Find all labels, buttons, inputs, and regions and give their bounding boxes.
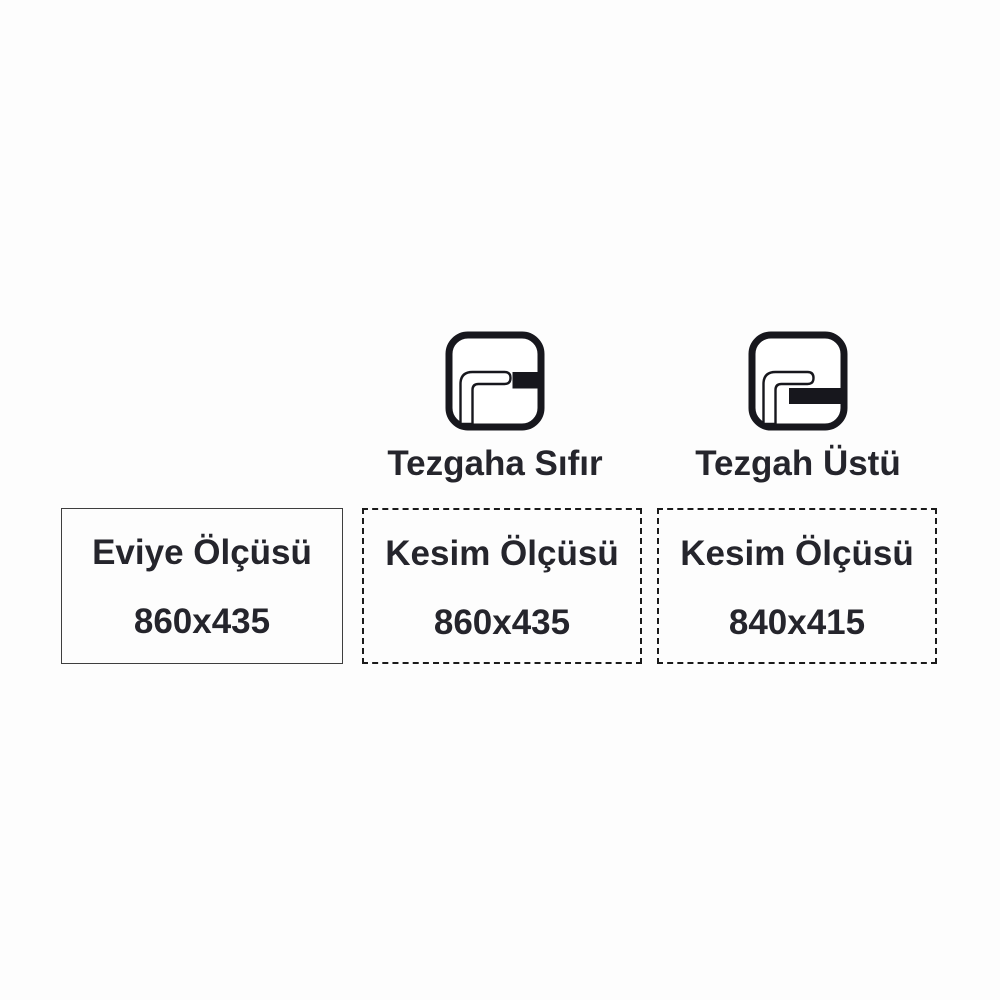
dimension-box-value: 860x435 [133, 602, 271, 641]
sink-top-mount-icon [748, 331, 848, 431]
dimension-box-value: 840x415 [728, 603, 866, 642]
dimension-box-value: 860x435 [433, 603, 571, 642]
mount-type-topmount-label: Tezgah Üstü [695, 444, 901, 483]
dimension-box-cut-size-topmount: Kesim Ölçüsü 840x415 [657, 508, 937, 664]
dimension-box-title: Eviye Ölçüsü [92, 533, 312, 572]
mount-type-topmount: Tezgah Üstü [648, 331, 948, 485]
sink-flush-mount-icon [445, 331, 545, 431]
mount-type-flush: Tezgaha Sıfır [345, 331, 645, 485]
mount-type-flush-label: Tezgaha Sıfır [387, 444, 603, 483]
dimension-box-cut-size-flush: Kesim Ölçüsü 860x435 [362, 508, 642, 664]
dimension-box-title: Kesim Ölçüsü [680, 534, 914, 573]
dimension-box-sink-size: Eviye Ölçüsü 860x435 [61, 508, 343, 664]
dimension-box-title: Kesim Ölçüsü [385, 534, 619, 573]
